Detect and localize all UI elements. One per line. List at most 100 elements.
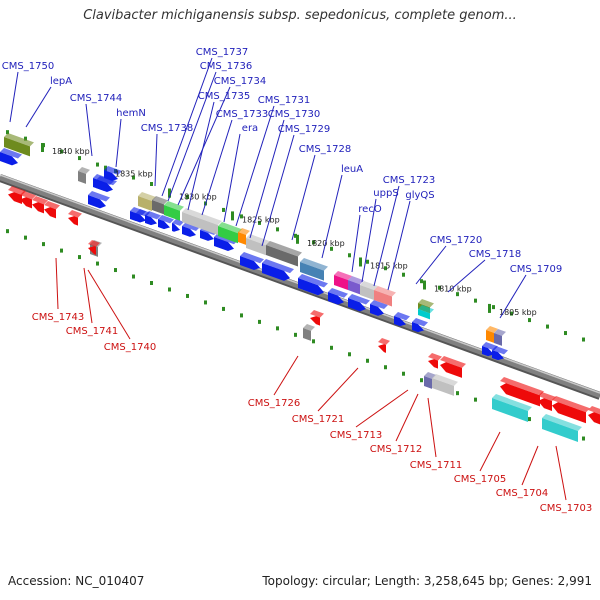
scale-dot-upper (528, 318, 531, 323)
leader-line-reverse (555, 445, 567, 501)
leader-line-forward (235, 105, 275, 227)
gene-silver-top (246, 234, 270, 246)
scale-dot-lower (24, 235, 27, 240)
leader-line-forward (85, 103, 93, 157)
leader-line-forward (154, 133, 158, 187)
gene-orange (238, 228, 250, 245)
gene-label-forward: CMS_1736 (200, 61, 252, 72)
scale-dot-upper (60, 149, 63, 154)
leader-line-forward (115, 118, 122, 168)
gene-darkgray-top (266, 241, 302, 257)
gene-label-reverse: CMS_1712 (370, 444, 422, 455)
gene-label-forward: CMS_1718 (469, 249, 521, 260)
gene-silver (182, 208, 222, 235)
forward-gene-arrow-top (262, 259, 294, 274)
gene-slate-face (424, 376, 432, 389)
forward-gene-arrow-top (104, 166, 122, 176)
scale-dot-lower (258, 319, 261, 324)
scale-dot-upper (492, 305, 495, 310)
scale-dot-upper (420, 279, 423, 284)
forward-gene-arrow-top (370, 300, 388, 310)
scale-dot-upper (276, 227, 279, 232)
gene-label-forward: CMS_1738 (141, 123, 193, 134)
gene-purple-top (348, 276, 364, 285)
gene-label-forward: era (242, 123, 258, 134)
gene-olive-top (4, 133, 34, 147)
leader-line-forward (361, 198, 377, 283)
gene-gray (303, 324, 315, 341)
forward-gene-arrow-top (136, 209, 150, 217)
scale-dot-lower (384, 365, 387, 370)
gene-label-forward: leuA (341, 164, 363, 175)
reverse-gene-arrow (500, 377, 544, 407)
gene-label-forward: recO (358, 204, 382, 215)
reverse-gene-arrow-face (68, 216, 78, 226)
gene-darkgray-face (266, 245, 298, 267)
forward-gene-arrow (262, 259, 294, 281)
reverse-gene-arrow-top (8, 186, 26, 196)
scale-label: 1840 kbp (52, 147, 90, 156)
gene-label-forward: glyQS (405, 190, 434, 201)
scale-dot-upper (438, 285, 441, 290)
gene-slate-face (494, 333, 502, 346)
leader-line-forward (223, 133, 241, 223)
gene-orange-top (238, 228, 250, 235)
scale-dot-lower (294, 332, 297, 337)
forward-gene-arrow (412, 318, 428, 333)
forward-gene-arrow (394, 312, 410, 327)
gene-green-face (164, 205, 180, 221)
gene-gray (78, 167, 90, 184)
reverse-gene-arrow-top (500, 377, 544, 396)
reverse-gene-arrow (88, 240, 100, 255)
scale-dot-upper (456, 292, 459, 297)
gene-label-forward: CMS_1729 (278, 124, 330, 135)
scale-label: 1825 kbp (242, 215, 280, 224)
forward-gene-arrow-face (172, 223, 180, 232)
gene-label-forward: hemN (116, 108, 146, 119)
leader-line-forward (321, 174, 343, 259)
scale-dot-upper (96, 162, 99, 167)
gene-purple (348, 276, 364, 295)
gene-silver-face (246, 238, 266, 256)
forward-gene-arrow-face (136, 213, 146, 223)
reverse-gene-arrow-top (310, 310, 324, 318)
gene-label-reverse: CMS_1726 (248, 398, 300, 409)
scale-dot-lower (474, 397, 477, 402)
gene-silver-face (182, 212, 218, 235)
leader-line-reverse (355, 389, 409, 428)
gene-olive (4, 133, 34, 157)
scale-dot-upper (240, 214, 243, 219)
gene-label-reverse: CMS_1703 (540, 503, 592, 514)
reverse-gene-arrow-top (588, 406, 600, 415)
gene-purple-face (348, 280, 360, 295)
accession-text: Accession: NC_010407 (8, 574, 145, 588)
scale-dot-lower (582, 436, 585, 441)
forward-gene-arrow-face (145, 215, 157, 226)
reverse-gene-arrow (440, 356, 466, 378)
gene-label-forward: CMS_1733 (216, 109, 268, 120)
forward-gene-arrow-face (104, 170, 118, 181)
gene-label-reverse: CMS_1740 (104, 342, 156, 353)
forward-gene-arrow-face (412, 322, 424, 333)
gene-label-forward: CMS_1720 (430, 235, 482, 246)
scale-dot-upper (6, 130, 9, 135)
forward-gene-arrow-top (96, 176, 114, 186)
forward-gene-arrow (0, 148, 22, 166)
gene-green (164, 201, 184, 221)
reverse-gene-arrow-top (44, 201, 60, 210)
gene-orange-face (486, 330, 494, 343)
leader-line-forward (291, 154, 316, 241)
gene-darkgray (152, 196, 168, 215)
scale-dot-lower (150, 281, 153, 285)
forward-gene-arrow-top (394, 312, 410, 321)
forward-gene-arrow-face (328, 292, 344, 305)
reverse-gene-arrow (68, 210, 82, 226)
scale-dot-upper (294, 233, 297, 238)
forward-gene-arrow-top (492, 346, 508, 355)
forward-gene-arrow (492, 346, 508, 361)
forward-gene-arrow (96, 176, 114, 191)
scale-dot-lower (114, 268, 117, 273)
scale-dot-lower (456, 391, 459, 396)
scale-dot-upper (150, 182, 153, 186)
scale-dot-lower (240, 313, 243, 318)
